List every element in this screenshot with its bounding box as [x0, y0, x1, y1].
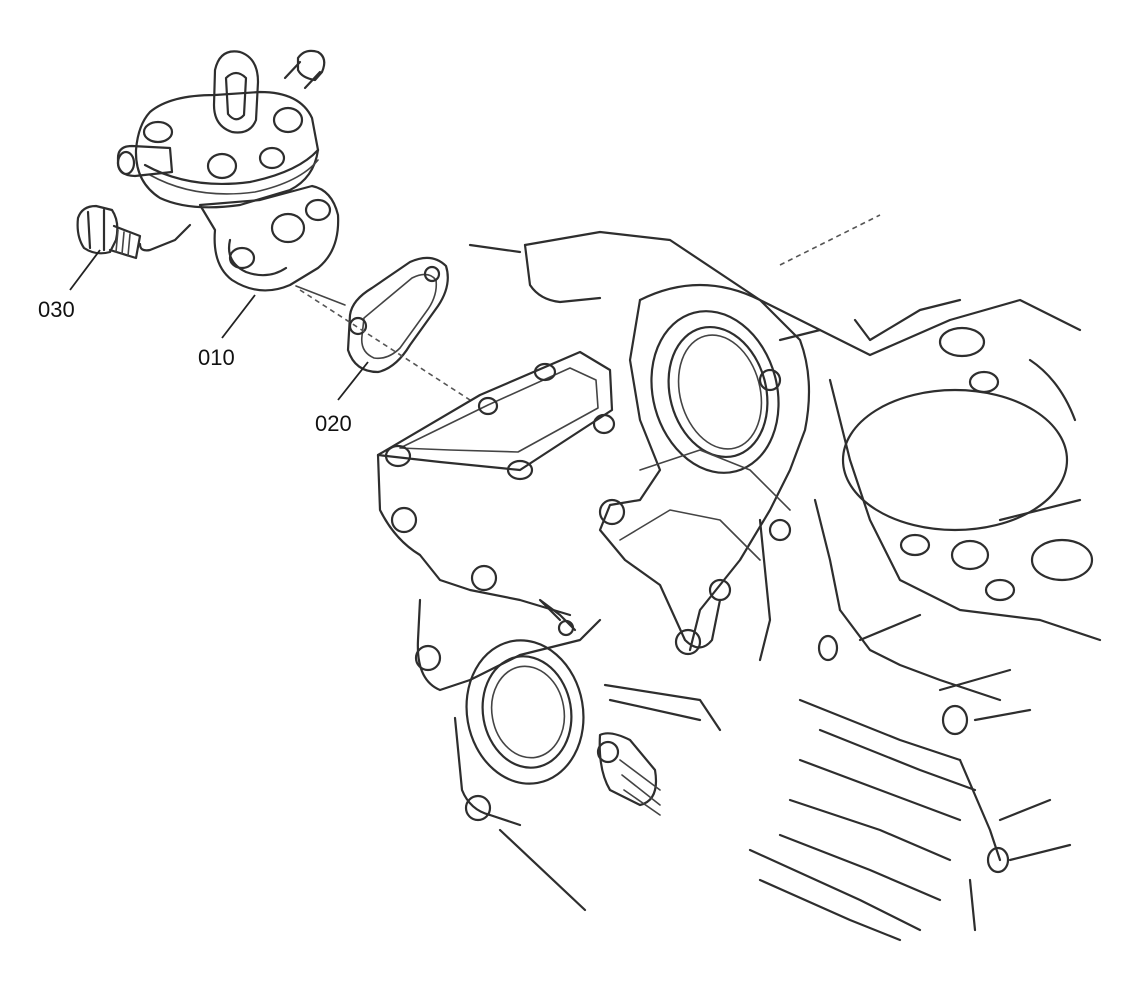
bolt[interactable]	[76, 204, 142, 260]
callout-label-010: 010	[198, 345, 235, 370]
gasket[interactable]	[346, 256, 449, 374]
leader-line-030	[69, 249, 101, 291]
callout-020: 020	[315, 361, 369, 436]
callout-010: 010	[198, 294, 256, 370]
engine-block	[376, 214, 1102, 942]
fuel-pump[interactable]	[116, 49, 346, 306]
callout-label-030: 030	[38, 297, 75, 322]
callout-label-020: 020	[315, 411, 352, 436]
callout-030: 030	[38, 249, 101, 322]
center-line	[299, 289, 471, 401]
leader-line-020	[337, 361, 369, 401]
leader-line-010	[221, 294, 256, 339]
